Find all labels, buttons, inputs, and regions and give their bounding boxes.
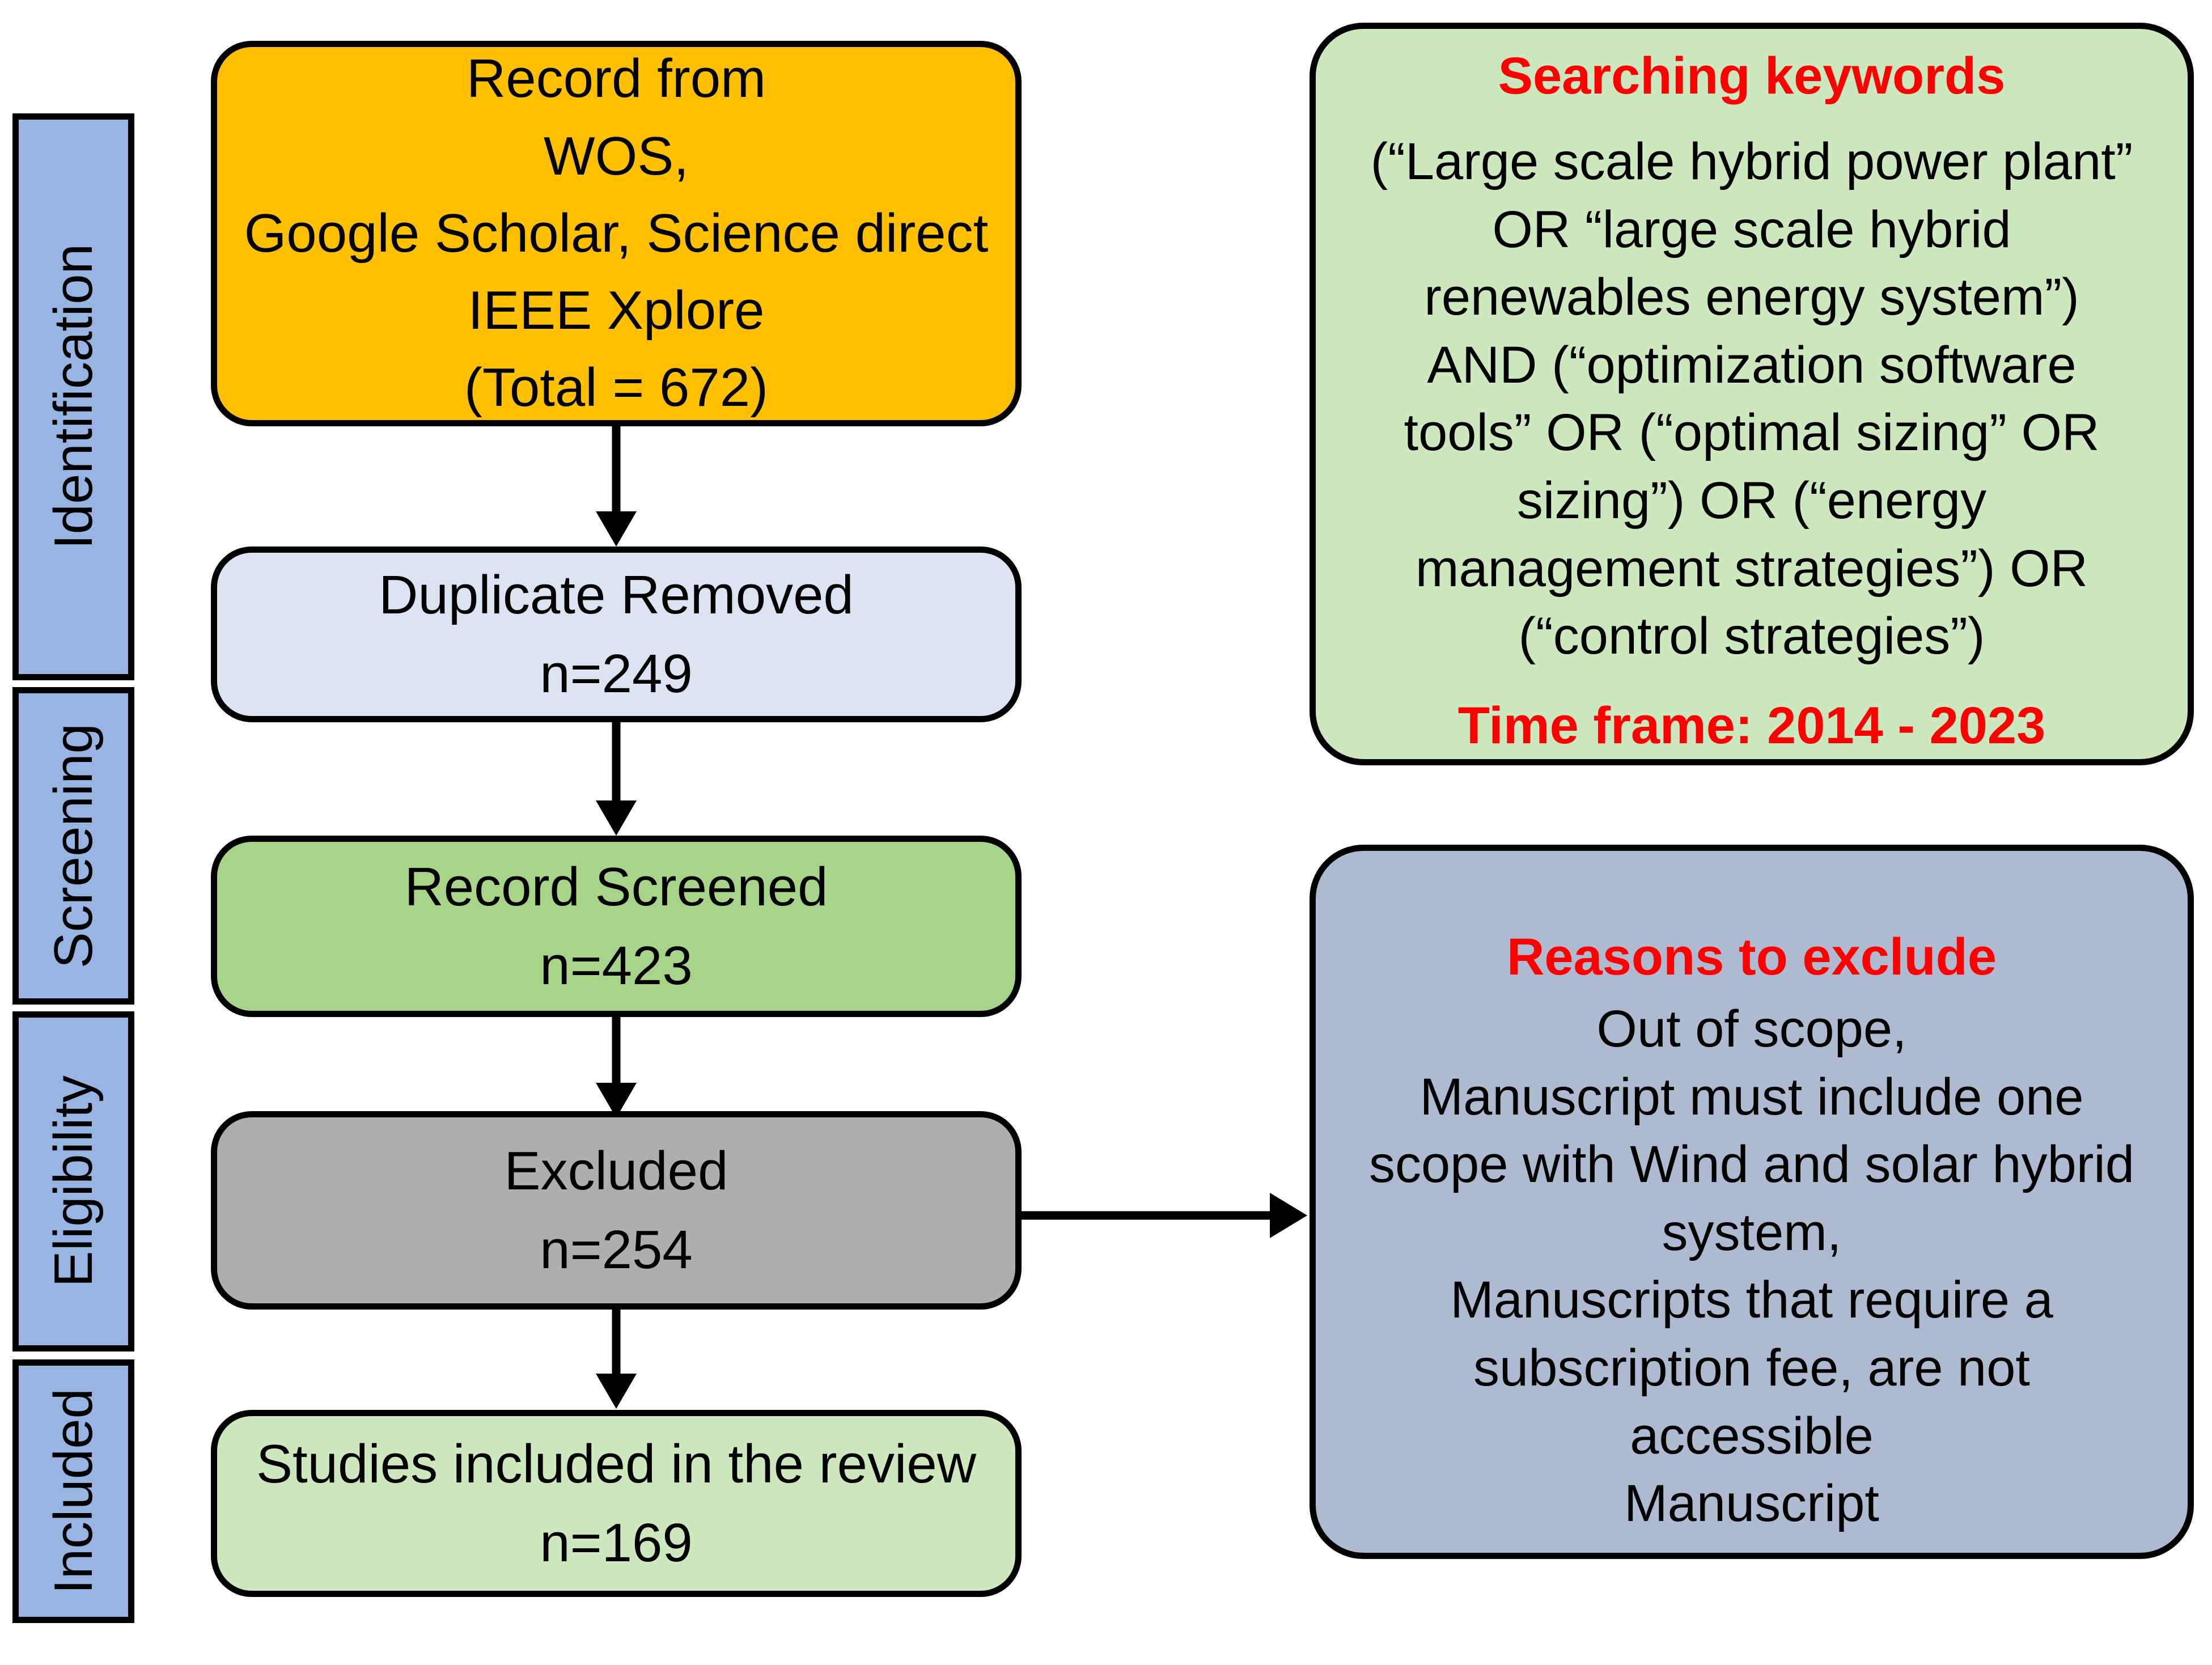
records-identified-line-4: IEEE Xplore — [468, 280, 765, 341]
records-identified-line-3: Google Scholar, Science direct — [244, 202, 989, 264]
studies-included-count: n=169 — [540, 1513, 693, 1573]
reasons-to-exclude-heading: Reasons to exclude — [1506, 928, 1997, 986]
keywords-line-2: OR “large scale hybrid — [1492, 200, 2011, 259]
stage-label-included: Included — [43, 1388, 104, 1594]
record-screened-label: Record Screened — [404, 856, 828, 917]
reasons-line-3: scope with Wind and solar hybrid — [1369, 1136, 2134, 1194]
flow-box-record-screened: Record Screened n=423 — [211, 836, 1022, 1017]
stage-bar-identification: Identification — [12, 113, 134, 680]
keywords-line-4: AND (“optimization software — [1427, 336, 2077, 394]
excluded-label: Excluded — [504, 1140, 728, 1201]
keywords-line-5: tools” OR (“optimal sizing” OR — [1404, 404, 2100, 462]
duplicate-removed-label: Duplicate Removed — [379, 564, 854, 625]
searching-keywords-timeframe: Time frame: 2014 - 2023 — [1457, 696, 2046, 755]
stage-bar-screening: Screening — [12, 687, 134, 1005]
reasons-line-5: Manuscripts that require a — [1450, 1271, 2053, 1329]
flow-box-duplicate-removed: Duplicate Removed n=249 — [211, 546, 1022, 722]
excluded-count: n=254 — [540, 1219, 693, 1280]
keywords-line-6: sizing”) OR (“energy — [1516, 471, 1987, 529]
record-screened-count: n=423 — [540, 935, 693, 996]
records-identified-line-2: WOS, — [544, 125, 689, 187]
reasons-line-1: Out of scope, — [1596, 1000, 1907, 1058]
flow-box-excluded: Excluded n=254 — [211, 1111, 1022, 1310]
studies-included-label: Studies included in the review — [256, 1433, 977, 1494]
keywords-line-7: management strategies”) OR — [1415, 539, 2088, 598]
searching-keywords-body: (“Large scale hybrid power plant” OR “la… — [1371, 128, 2133, 671]
keywords-line-8: (“control strategies”) — [1518, 607, 1985, 666]
searching-keywords-heading: Searching keywords — [1498, 47, 2006, 105]
flow-box-records-identified: Record from WOS, Google Scholar, Science… — [211, 41, 1022, 426]
reasons-line-6: subscription fee, are not — [1473, 1338, 2030, 1397]
keywords-line-1: (“Large scale hybrid power plant” — [1370, 133, 2133, 190]
keywords-line-3: renewables energy system”) — [1424, 268, 2079, 327]
records-identified-line-5: (Total = 672) — [464, 357, 769, 418]
panel-reasons-to-exclude: Reasons to exclude Out of scope, Manuscr… — [1310, 845, 2194, 1559]
reasons-line-8: Manuscript — [1624, 1475, 1879, 1533]
stage-bar-included: Included — [12, 1359, 134, 1623]
flow-box-studies-included: Studies included in the review n=169 — [211, 1410, 1022, 1597]
stage-bar-eligibility: Eligibility — [12, 1011, 134, 1352]
stage-label-identification: Identification — [43, 244, 104, 550]
duplicate-removed-count: n=249 — [540, 643, 693, 704]
reasons-to-exclude-body: Out of scope, Manuscript must include on… — [1369, 995, 2134, 1538]
reasons-line-2: Manuscript must include one — [1419, 1067, 2084, 1126]
stage-label-screening: Screening — [43, 723, 104, 969]
records-identified-line-1: Record from — [466, 48, 766, 109]
reasons-line-7: accessible — [1630, 1406, 1874, 1465]
panel-searching-keywords: Searching keywords (“Large scale hybrid … — [1310, 23, 2194, 765]
reasons-line-4: system, — [1662, 1203, 1842, 1261]
stage-label-eligibility: Eligibility — [43, 1075, 104, 1287]
